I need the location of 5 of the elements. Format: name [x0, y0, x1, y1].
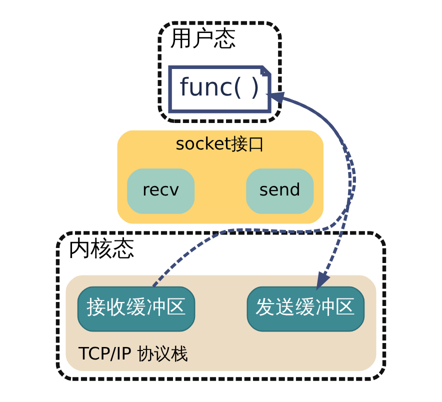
node-box: 发送缓冲区	[246, 286, 365, 332]
node-box: recv	[127, 168, 195, 214]
arrow	[152, 92, 356, 288]
node-box: send	[246, 168, 314, 214]
node-box: 接收缓冲区	[77, 286, 196, 332]
